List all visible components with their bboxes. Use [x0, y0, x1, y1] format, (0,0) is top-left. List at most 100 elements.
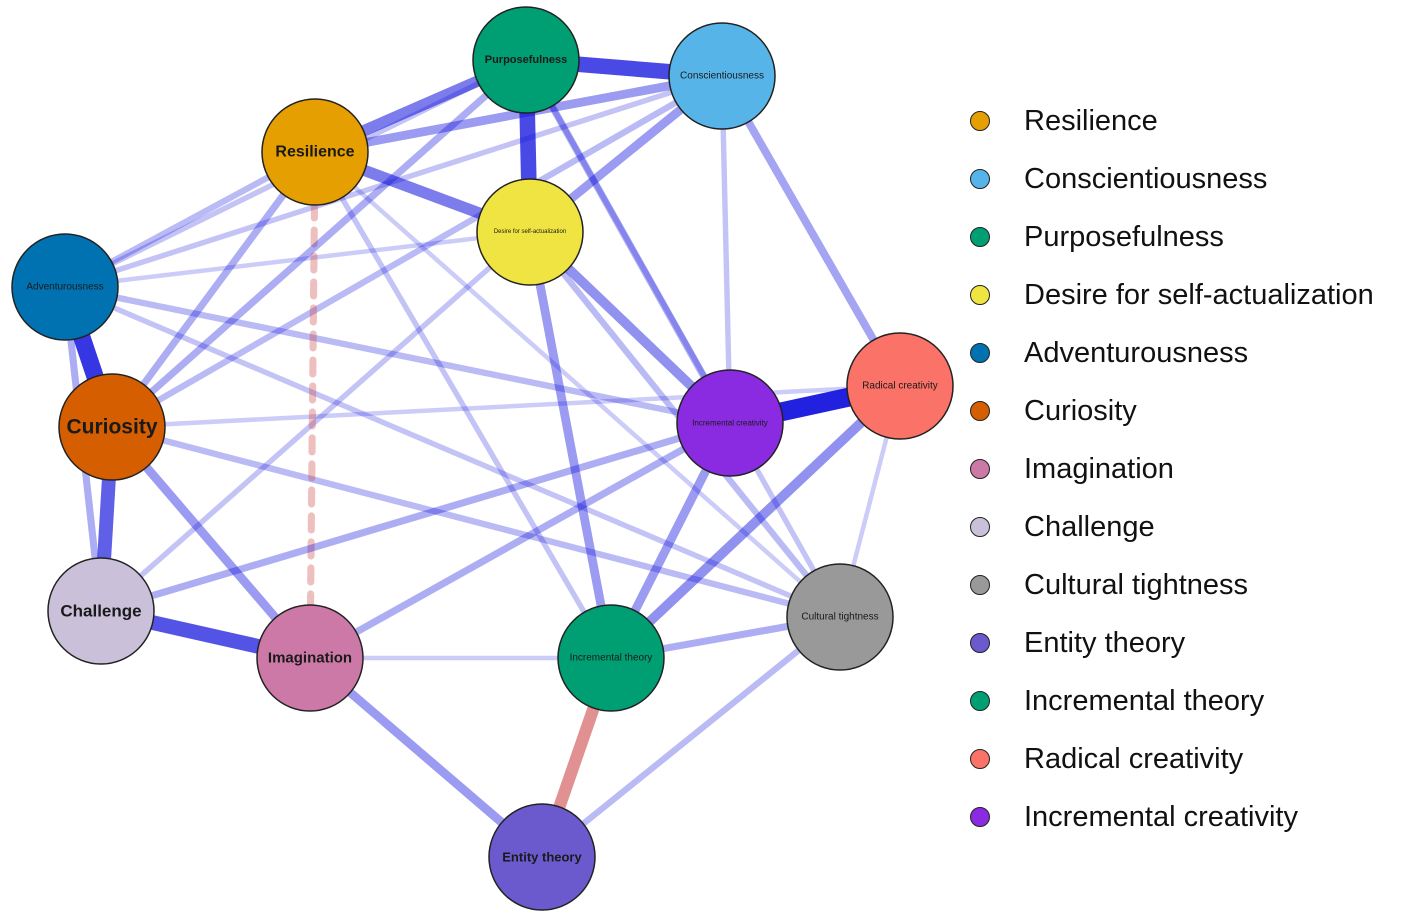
node-label-challenge: Challenge — [60, 602, 141, 621]
edge-resilience-conscientiousness — [310, 71, 727, 157]
legend-label: Radical creativity — [1024, 742, 1244, 775]
legend-swatch-icon — [970, 633, 990, 653]
node-self_actualization[interactable]: Desire for self-actualization — [476, 178, 584, 286]
edge-resilience-incremental_theory — [312, 149, 614, 661]
legend-label: Challenge — [1024, 510, 1155, 543]
edge-curiosity-purposefulness — [108, 56, 530, 431]
legend-swatch-icon — [970, 749, 990, 769]
node-incremental_creativity[interactable]: Incremental creativity — [676, 369, 784, 477]
node-label-cultural_tightness: Cultural tightness — [801, 612, 878, 623]
node-circle-cultural_tightness — [786, 563, 894, 671]
edge-curiosity-resilience — [108, 148, 319, 431]
node-label-conscientiousness: Conscientiousness — [680, 71, 764, 82]
node-conscientiousness[interactable]: Conscientiousness — [668, 22, 776, 130]
node-circle-adventurousness — [11, 233, 119, 341]
legend-item-incremental_creativity: Incremental creativity — [970, 788, 1374, 846]
node-circle-incremental_creativity — [676, 369, 784, 477]
legend-item-adventurousness: Adventurousness — [970, 324, 1374, 382]
legend-swatch-icon — [970, 459, 990, 479]
legend-item-resilience: Resilience — [970, 92, 1374, 150]
node-resilience[interactable]: Resilience — [261, 98, 369, 206]
edge-adventurousness-cultural_tightness — [62, 284, 843, 620]
edge-curiosity-cultural_tightness — [108, 423, 844, 621]
node-label-radical_creativity: Radical creativity — [862, 381, 938, 392]
legend-label: Imagination — [1024, 452, 1174, 485]
edge-purposefulness-incremental_creativity — [522, 56, 734, 427]
edge-resilience-imagination — [306, 148, 319, 662]
node-label-imagination: Imagination — [268, 650, 352, 667]
node-label-self_actualization: Desire for self-actualization — [494, 229, 566, 235]
node-circle-entity_theory — [488, 803, 596, 911]
node-circle-radical_creativity — [846, 332, 954, 440]
legend-swatch-icon — [970, 111, 990, 131]
legend-swatch-icon — [970, 517, 990, 537]
edge-self_actualization-adventurousness — [62, 229, 533, 290]
network-graph: Resilience Conscientiousness Purposefulnes… — [11, 6, 954, 911]
node-challenge[interactable]: Challenge — [47, 557, 155, 665]
node-circle-resilience — [261, 98, 369, 206]
node-cultural_tightness[interactable]: Cultural tightness — [786, 563, 894, 671]
edge-conscientiousness-radical_creativity — [718, 72, 904, 390]
node-label-incremental_creativity: Incremental creativity — [692, 419, 768, 428]
edges-layer — [56, 52, 910, 864]
node-label-adventurousness: Adventurousness — [26, 282, 103, 293]
legend-item-radical_creativity: Radical creativity — [970, 730, 1374, 788]
legend-item-imagination: Imagination — [970, 440, 1374, 498]
legend-item-conscientiousness: Conscientiousness — [970, 150, 1374, 208]
edge-incremental_theory-radical_creativity — [606, 381, 905, 663]
node-label-entity_theory: Entity theory — [502, 850, 582, 865]
node-purposefulness[interactable]: Purposefulness — [472, 6, 580, 114]
nodes-layer: Resilience Conscientiousness Purposefulnes… — [11, 6, 954, 911]
node-circle-imagination — [256, 604, 364, 712]
node-circle-purposefulness — [472, 6, 580, 114]
node-imagination[interactable]: Imagination — [256, 604, 364, 712]
legend-label: Incremental creativity — [1024, 800, 1298, 833]
legend-item-purposefulness: Purposefulness — [970, 208, 1374, 266]
legend-label: Adventurousness — [1024, 336, 1249, 369]
node-label-curiosity: Curiosity — [66, 416, 157, 439]
node-radical_creativity[interactable]: Radical creativity — [846, 332, 954, 440]
edge-adventurousness-incremental_creativity — [61, 283, 734, 427]
legend-item-cultural_tightness: Cultural tightness — [970, 556, 1374, 614]
legend-label: Purposefulness — [1024, 220, 1224, 253]
legend-swatch-icon — [970, 401, 990, 421]
legend-swatch-icon — [970, 691, 990, 711]
legend-swatch-icon — [970, 169, 990, 189]
node-circle-self_actualization — [476, 178, 584, 286]
legend-swatch-icon — [970, 343, 990, 363]
node-curiosity[interactable]: Curiosity — [58, 373, 166, 481]
node-label-incremental_theory: Incremental theory — [570, 653, 653, 664]
legend-item-self_actualization: Desire for self-actualization — [970, 266, 1374, 324]
legend-swatch-icon — [970, 575, 990, 595]
legend-label: Cultural tightness — [1024, 568, 1249, 601]
legend-label: Desire for self-actualization — [1024, 278, 1374, 311]
node-circle-conscientiousness — [668, 22, 776, 130]
legend-swatch-icon — [970, 227, 990, 247]
node-label-resilience: Resilience — [275, 144, 354, 161]
node-incremental_theory[interactable]: Incremental theory — [557, 604, 665, 712]
edge-self_actualization-incremental_theory — [525, 227, 616, 663]
node-adventurousness[interactable]: Adventurousness — [11, 233, 119, 341]
node-circle-curiosity — [58, 373, 166, 481]
edge-challenge-incremental_creativity — [97, 419, 734, 615]
node-label-purposefulness: Purposefulness — [485, 54, 568, 66]
legend-label: Resilience — [1024, 104, 1158, 137]
legend-label: Curiosity — [1024, 394, 1137, 427]
legend-item-curiosity: Curiosity — [970, 382, 1374, 440]
legend-label: Conscientiousness — [1024, 162, 1268, 195]
legend-item-challenge: Challenge — [970, 498, 1374, 556]
edge-conscientiousness-incremental_creativity — [719, 73, 733, 426]
edge-curiosity-conscientiousness — [108, 72, 726, 431]
edge-challenge-self_actualization — [98, 229, 533, 614]
edge-resilience-cultural_tightness — [312, 149, 843, 620]
legend-swatch-icon — [970, 807, 990, 827]
edge-imagination-incremental_creativity — [306, 419, 734, 662]
legend-label: Incremental theory — [1024, 684, 1265, 717]
legend-item-entity_theory: Entity theory — [970, 614, 1374, 672]
legend-label: Entity theory — [1024, 626, 1186, 659]
legend-item-incremental_theory: Incremental theory — [970, 672, 1374, 730]
node-entity_theory[interactable]: Entity theory — [488, 803, 596, 911]
legend-swatch-icon — [970, 285, 990, 305]
edge-entity_theory-cultural_tightness — [538, 613, 844, 861]
node-circle-incremental_theory — [557, 604, 665, 712]
